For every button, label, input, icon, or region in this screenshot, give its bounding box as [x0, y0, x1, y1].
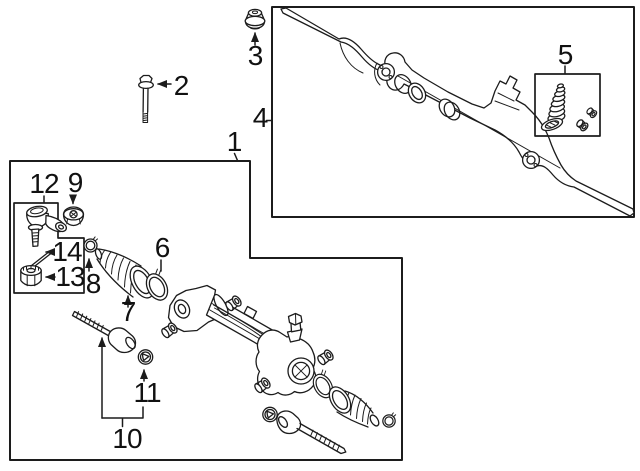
callout-2[interactable]: 2 — [173, 70, 190, 101]
callout-12[interactable]: 12 — [29, 168, 59, 199]
callout-9[interactable]: 9 — [67, 167, 84, 198]
callout-3[interactable]: 3 — [247, 40, 264, 71]
castle-nut-drawing — [20, 264, 42, 287]
claw-washer-drawing — [137, 349, 154, 365]
callout-7[interactable]: 7 — [120, 296, 137, 327]
callout-4[interactable]: 4 — [252, 102, 269, 133]
inner-tie-rod-left-drawing — [71, 310, 137, 354]
callout-6[interactable]: 6 — [154, 232, 171, 263]
rack-boot-right-drawing — [328, 386, 380, 428]
callout-14[interactable]: 14 — [52, 236, 82, 267]
callout-11[interactable]: 11 — [133, 377, 161, 408]
flange-bolt-drawing — [138, 74, 154, 123]
rack-housing-drawing — [167, 284, 317, 396]
lock-nut-drawing — [62, 206, 85, 227]
callout-5[interactable]: 5 — [557, 39, 574, 70]
steering-gear-assembly-drawing — [280, 7, 635, 217]
mount-grommet-right — [521, 150, 541, 170]
outer-tie-rod-end-drawing — [26, 205, 68, 248]
callout-1[interactable]: 1 — [226, 126, 243, 157]
claw-washer-drawing — [262, 406, 278, 423]
callout-13[interactable]: 13 — [55, 261, 85, 292]
callout-10[interactable]: 10 — [112, 423, 142, 454]
callout-8[interactable]: 8 — [85, 268, 102, 299]
kit-ring — [540, 117, 564, 132]
callout-arrows — [43, 32, 566, 428]
inner-tie-rod-right-drawing — [276, 410, 347, 455]
mount-grommet-left — [376, 62, 396, 82]
repair-kit-box — [534, 73, 601, 137]
tie-rod-end-box — [13, 202, 85, 294]
cap-drawing — [244, 8, 266, 30]
